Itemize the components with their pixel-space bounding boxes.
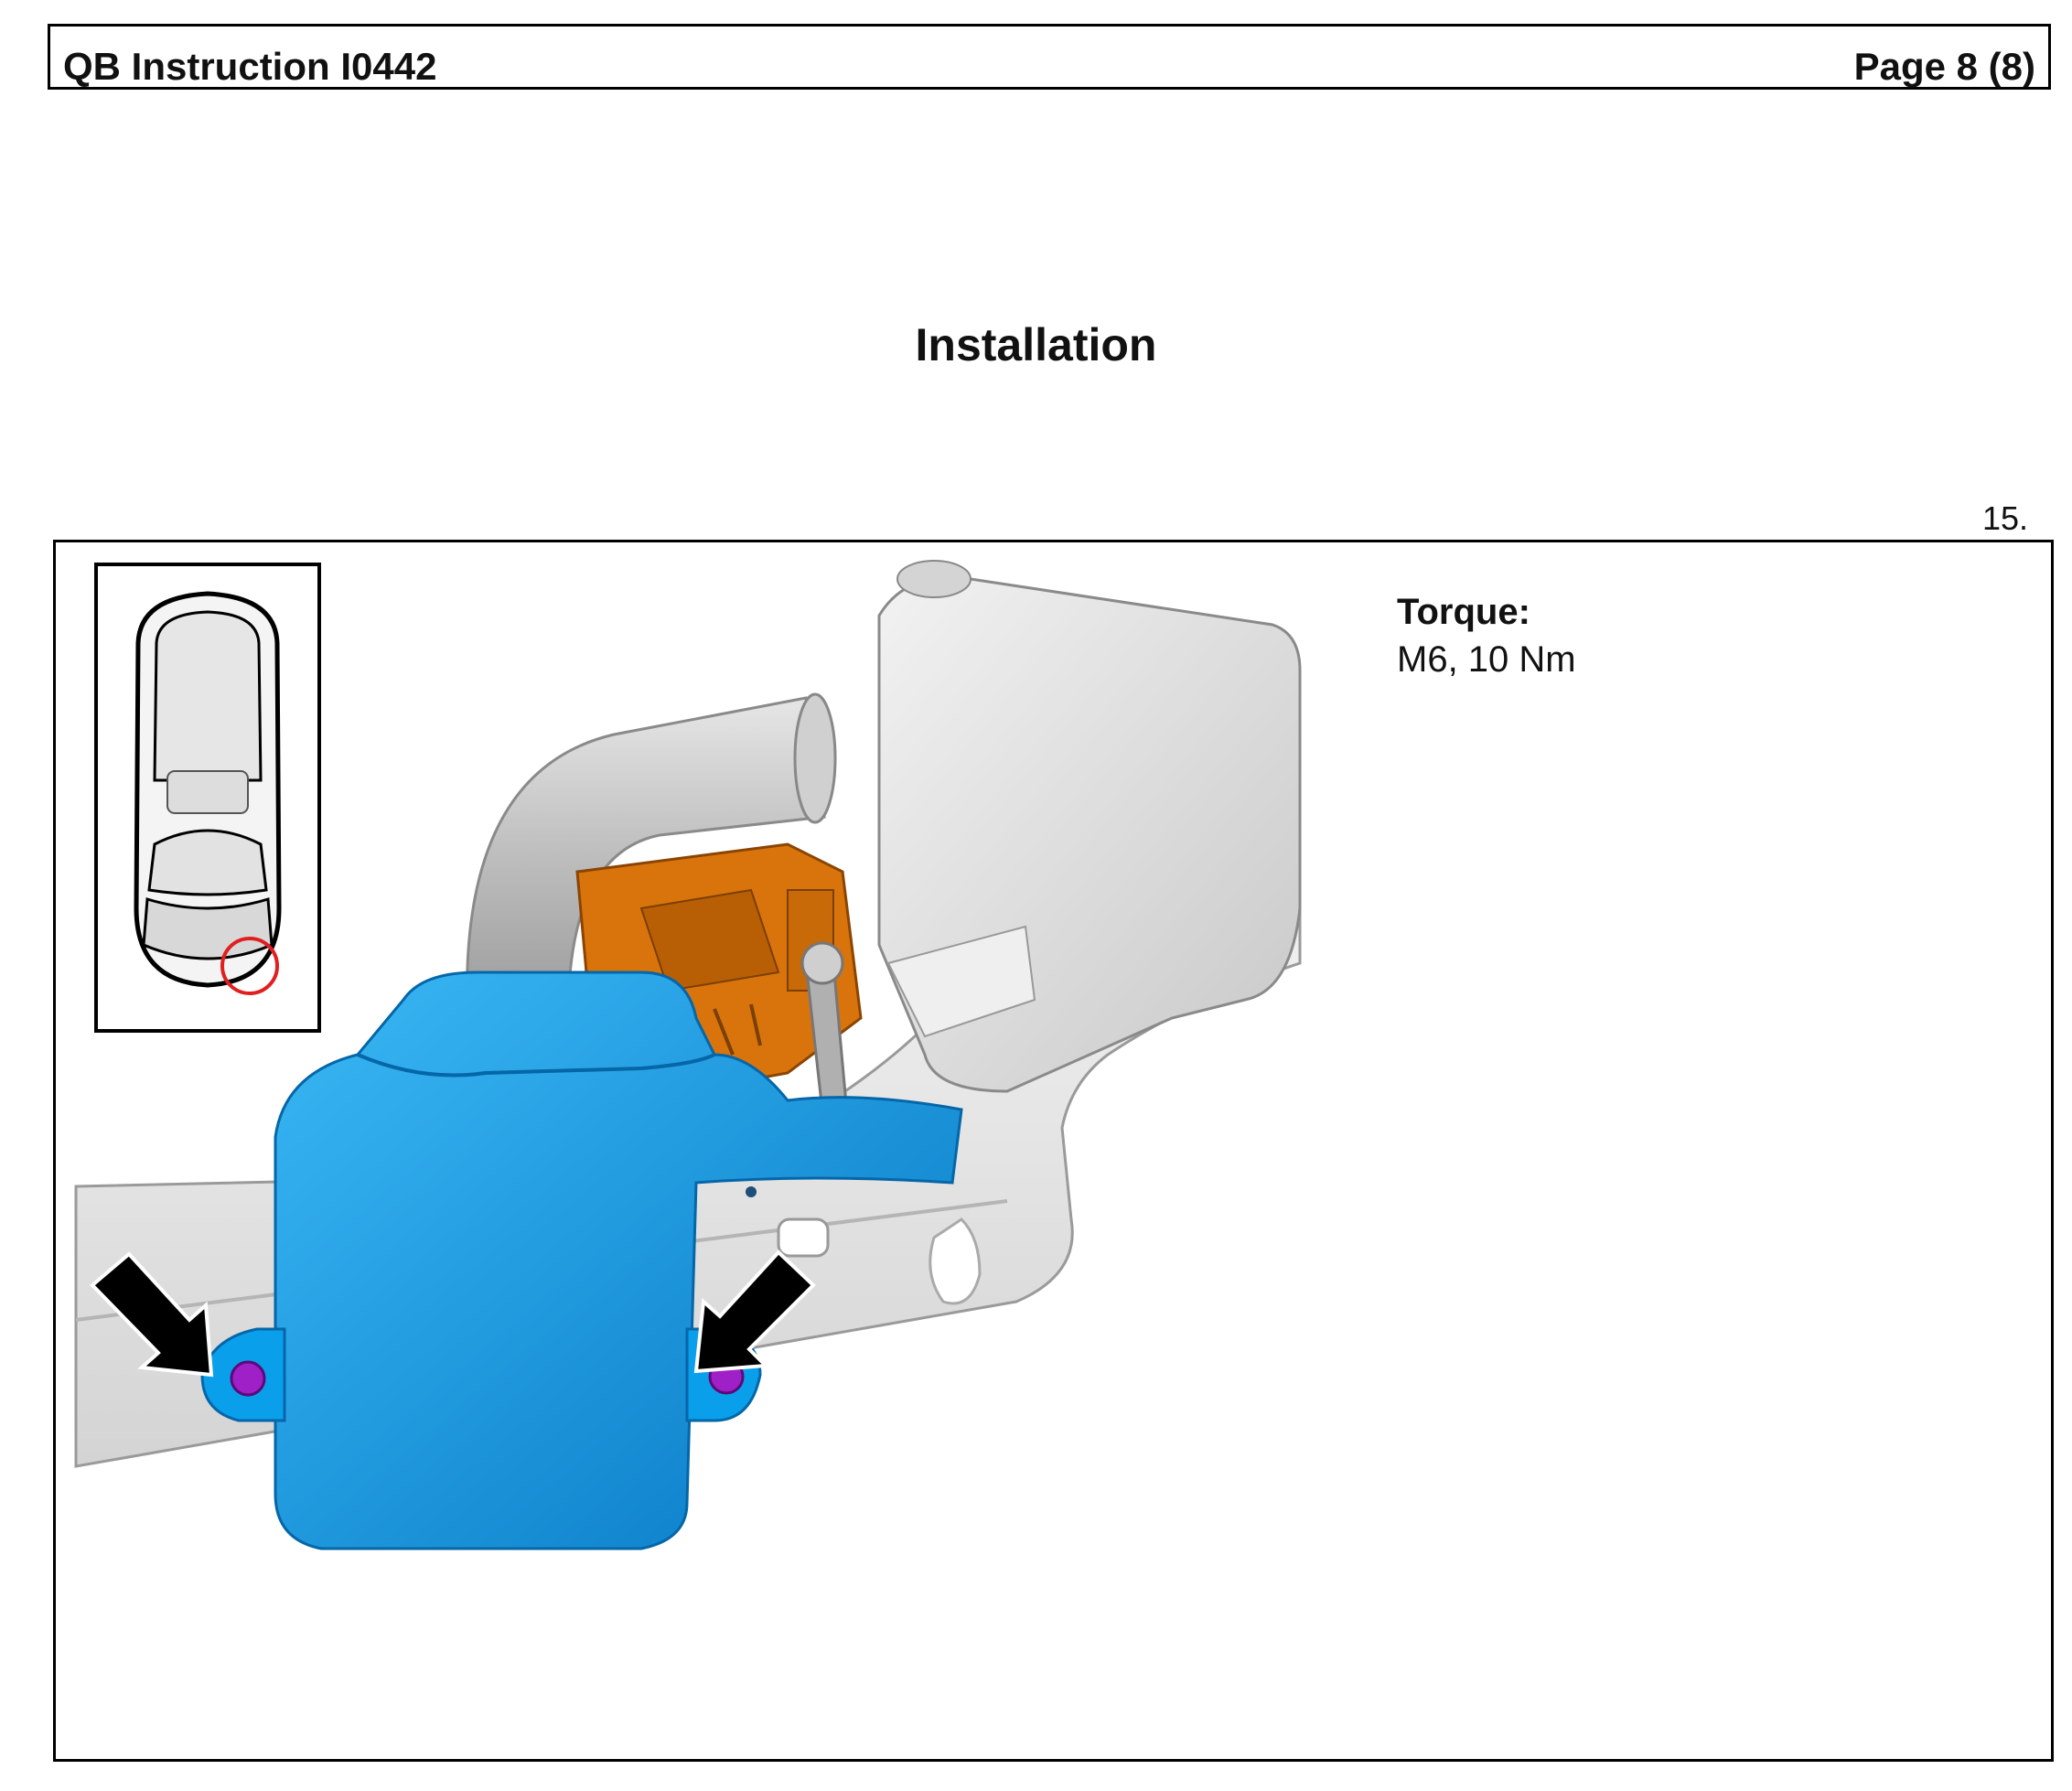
location-circle-icon: [220, 937, 279, 995]
reservoir: [877, 560, 1302, 1093]
arrow-icon: [693, 1249, 816, 1374]
air-duct: [465, 696, 826, 1020]
document-header: QB Instruction I0442 Page 8 (8): [48, 24, 2051, 90]
arrow-icon: [90, 1251, 214, 1378]
torque-value: M6, 10 Nm: [1397, 639, 1576, 680]
section-title: Installation: [915, 319, 1157, 370]
document-title: QB Instruction I0442: [63, 45, 437, 88]
illustration-frame: Torque: M6, 10 Nm: [53, 540, 2054, 1762]
installation-illustration: [74, 560, 1302, 1550]
torque-label: Torque:: [1397, 592, 1530, 632]
step-number: 15.: [1981, 499, 2028, 537]
page-number: Page 8 (8): [1853, 45, 2035, 88]
vehicle-locator-inset: [94, 563, 321, 1033]
bolt-icon: [230, 1360, 266, 1397]
vehicle-top-view-icon: [134, 591, 282, 988]
